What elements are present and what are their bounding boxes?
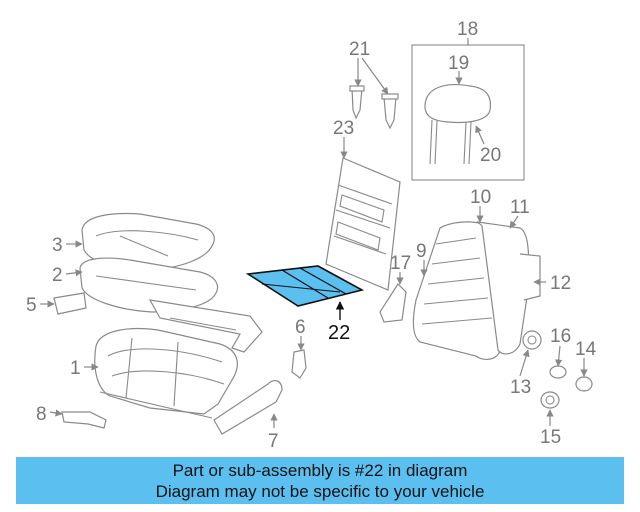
seat-cushion (81, 212, 215, 271)
seat-pan (148, 299, 263, 353)
callout-19: 19 (448, 53, 469, 74)
callout-22[interactable]: 22 (328, 322, 350, 344)
seat-frame (94, 327, 238, 419)
callout-20: 20 (480, 145, 501, 166)
callout-18: 18 (457, 19, 478, 40)
callout-17: 17 (390, 253, 411, 274)
callout-labels: 1 2 3 5 6 7 8 9 10 11 12 13 14 15 16 17 … (26, 19, 597, 452)
part-6-shape (291, 349, 307, 379)
part-7-shape (213, 380, 283, 435)
callout-2: 2 (52, 265, 63, 286)
callout-3: 3 (52, 235, 63, 256)
callout-9: 9 (416, 241, 427, 262)
callout-16: 16 (550, 326, 571, 347)
banner-line-1: Part or sub-assembly is #22 in diagram (172, 460, 468, 480)
seatback-frame (325, 157, 401, 291)
cushion-pad (79, 257, 219, 313)
callout-11: 11 (510, 197, 530, 218)
callout-7: 7 (268, 431, 279, 452)
banner-line-2: Diagram may not be specific to your vehi… (155, 481, 485, 501)
callout-6: 6 (295, 317, 306, 338)
highlighted-part-22[interactable] (245, 265, 365, 307)
info-banner: Part or sub-assembly is #22 in diagram D… (16, 457, 624, 504)
leader-lines (40, 38, 588, 428)
callout-1: 1 (70, 358, 81, 379)
callout-15: 15 (540, 427, 561, 448)
part-5-shape (53, 292, 87, 315)
callout-21: 21 (349, 39, 370, 60)
headrest-guides (349, 85, 399, 130)
seatback (412, 221, 541, 360)
small-parts (522, 330, 593, 409)
callout-8: 8 (36, 404, 47, 425)
part-17-shape (379, 283, 407, 323)
callout-12: 12 (550, 273, 571, 294)
callout-23: 23 (333, 118, 354, 139)
callout-5: 5 (26, 295, 37, 316)
callout-10: 10 (470, 187, 491, 208)
callout-13: 13 (510, 377, 531, 398)
parts-diagram: 1 2 3 5 6 7 8 9 10 11 12 13 14 15 16 17 … (26, 19, 597, 452)
part-8-shape (61, 411, 107, 429)
callout-14: 14 (575, 339, 597, 360)
